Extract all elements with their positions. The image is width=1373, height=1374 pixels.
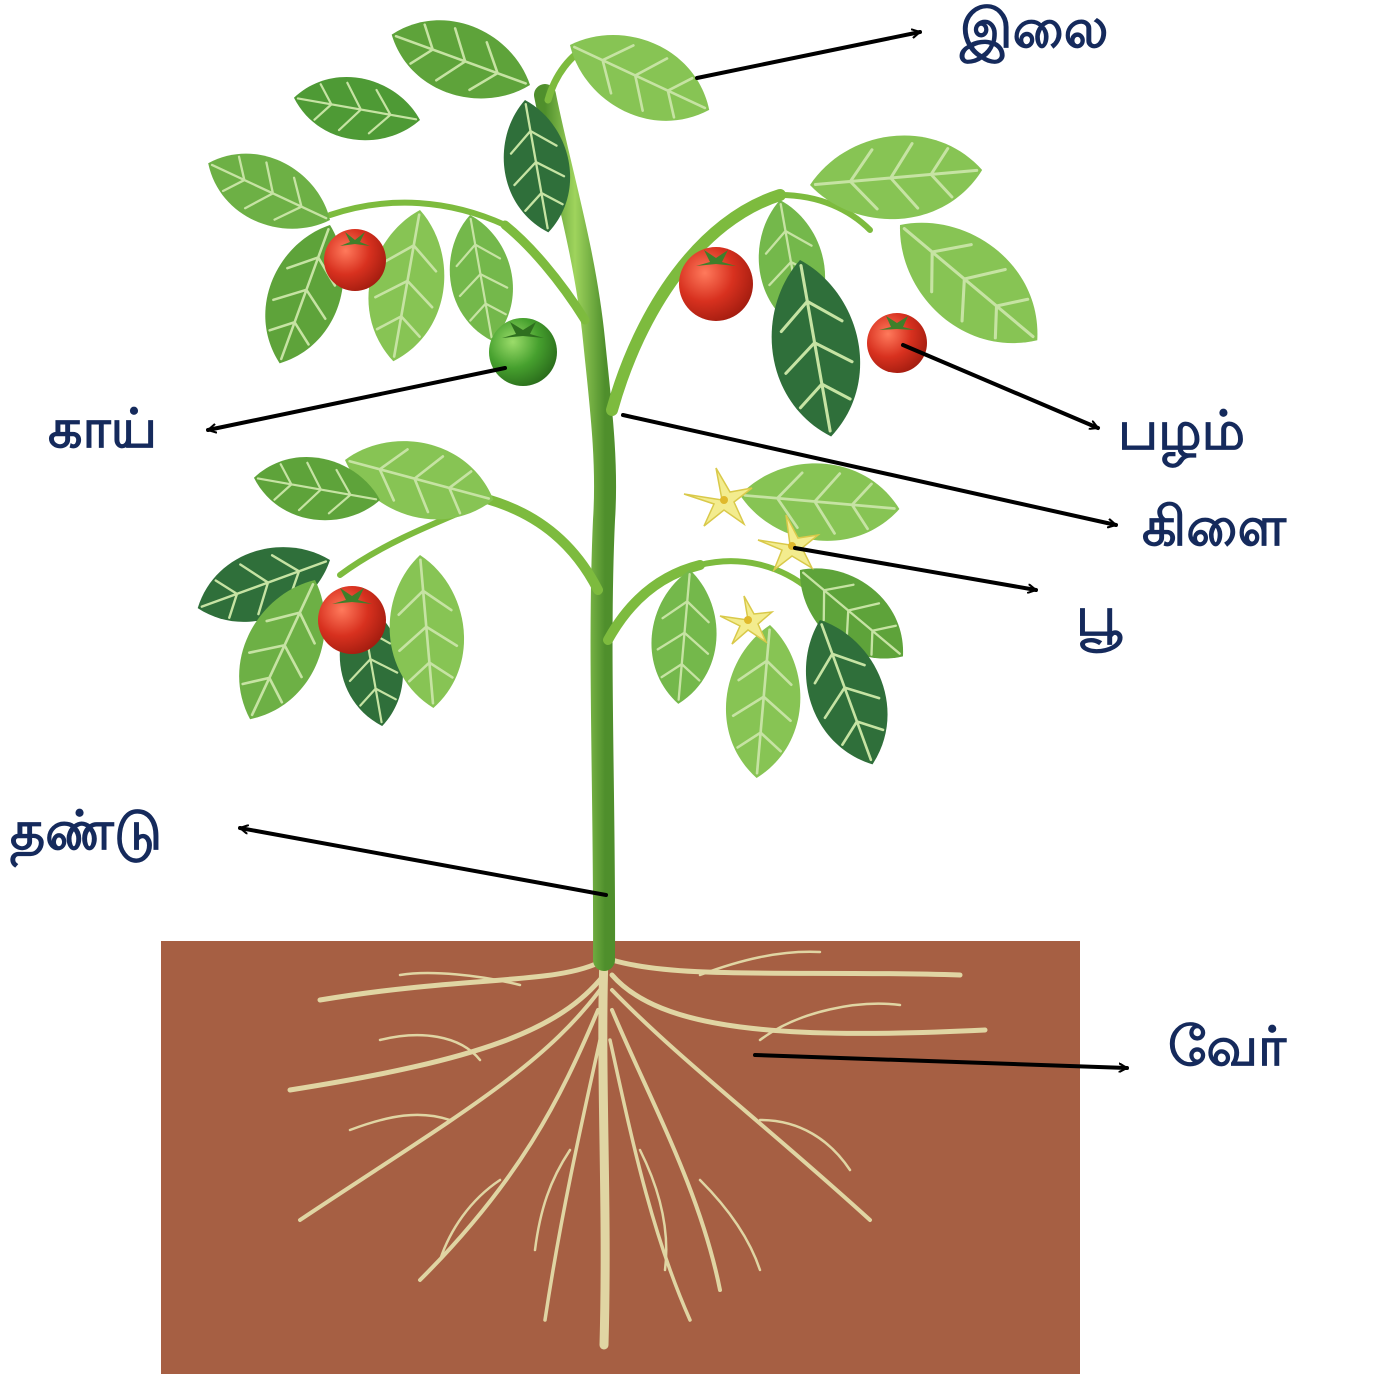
pointer-arrows (208, 32, 1127, 1068)
tomato-red-upper-left (324, 229, 386, 291)
tomato-red-lower-left (318, 586, 386, 654)
label-stem: தண்டு (10, 804, 162, 858)
leaf-cluster-lower-left (186, 424, 503, 735)
label-fruit: பழம் (1118, 404, 1245, 458)
soil-block (161, 941, 1080, 1374)
label-unripe-fruit: காய் (48, 402, 157, 456)
leaf-cluster-upper-right (748, 129, 1065, 444)
label-flower: பூ (1076, 590, 1122, 644)
leaf-cluster-top (289, 1, 725, 238)
leaf-cluster-lower-right (646, 457, 924, 782)
label-branch: கிளை (1142, 500, 1286, 554)
arrow-unripe-fruit (208, 368, 505, 430)
tomato-red-upper-right (679, 247, 753, 321)
label-root: வேர் (1168, 1020, 1286, 1074)
arrow-fruit (903, 345, 1098, 428)
tomato-red-right (867, 313, 927, 373)
arrow-leaf (697, 32, 920, 78)
tomato-green-unripe (489, 318, 557, 386)
label-leaf: இலை (960, 2, 1108, 56)
flower-lower (720, 596, 772, 644)
arrow-stem (240, 828, 606, 895)
